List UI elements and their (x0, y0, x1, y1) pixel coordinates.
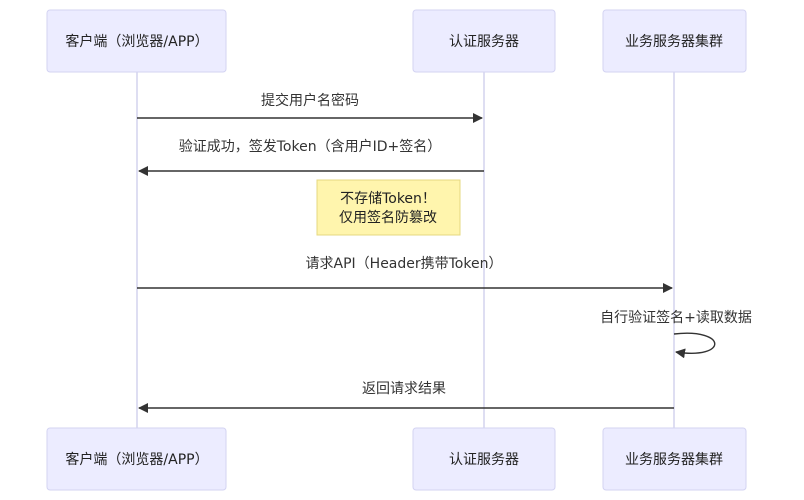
participant-label: 业务服务器集群 (625, 33, 723, 50)
message-label: 验证成功，签发Token（含用户ID+签名） (179, 138, 441, 155)
participant-business-bottom: 业务服务器集群 (602, 427, 747, 491)
self-loop-arrow (673, 332, 716, 359)
message-submit-credentials: 提交用户名密码 (137, 92, 483, 123)
participant-label: 客户端（浏览器/APP） (65, 451, 208, 468)
message-return-result: 返回请求结果 (138, 381, 674, 413)
note-line-1: 不存储Token！ (340, 191, 436, 207)
participant-label: 业务服务器集群 (625, 451, 723, 468)
note-no-storage: 不存储Token！ 仅用签名防篡改 (316, 179, 461, 236)
message-label: 自行验证签名+读取数据 (600, 309, 752, 326)
message-api-request: 请求API（Header携带Token） (137, 256, 673, 293)
participant-label: 认证服务器 (449, 34, 519, 50)
participant-auth-bottom: 认证服务器 (412, 427, 556, 491)
message-issue-token: 验证成功，签发Token（含用户ID+签名） (138, 138, 484, 176)
participant-label: 客户端（浏览器/APP） (65, 33, 208, 50)
participant-business-top: 业务服务器集群 (602, 9, 747, 73)
message-label: 返回请求结果 (362, 381, 446, 397)
message-self-verify: 自行验证签名+读取数据 (600, 309, 752, 359)
message-label: 提交用户名密码 (261, 92, 359, 109)
participant-client-bottom: 客户端（浏览器/APP） (46, 427, 227, 491)
participant-auth-top: 认证服务器 (412, 9, 556, 73)
message-label: 请求API（Header携带Token） (306, 256, 503, 272)
participant-label: 认证服务器 (449, 452, 519, 468)
participant-client-top: 客户端（浏览器/APP） (46, 9, 227, 73)
note-line-2: 仅用签名防篡改 (339, 209, 437, 226)
